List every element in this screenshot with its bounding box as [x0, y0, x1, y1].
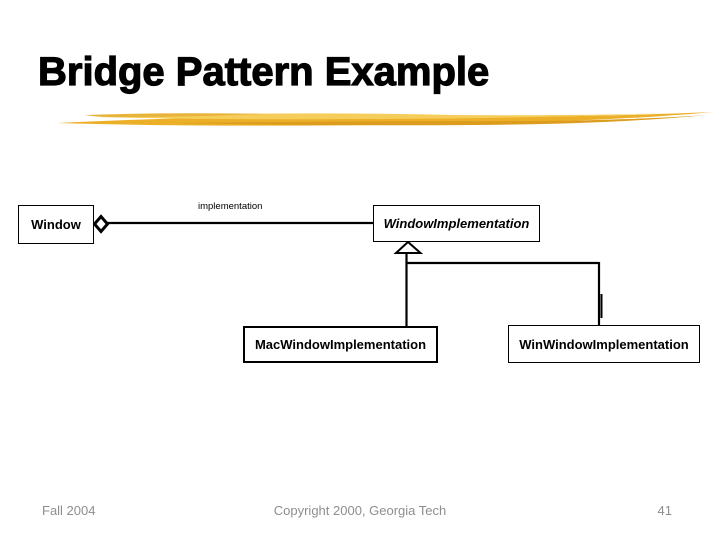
uml-class-window-implementation: WindowImplementation: [373, 205, 540, 242]
inheritance-triangle-icon: [393, 240, 424, 254]
uml-class-win-window-implementation: WinWindowImplementation: [508, 325, 700, 363]
aggregation-diamond-icon: [92, 214, 110, 234]
uml-class-window: Window: [18, 205, 94, 244]
brush-splash-shape: [85, 113, 265, 117]
brush-shadow-shape: [175, 115, 707, 126]
aggregation-relation-label: implementation: [198, 201, 263, 212]
footer-semester: Fall 2004: [42, 503, 96, 518]
uml-class-win-window-implementation-label: WinWindowImplementation: [519, 336, 689, 352]
uml-class-mac-window-implementation-label: MacWindowImplementation: [254, 337, 427, 352]
footer-copyright: Copyright 2000, Georgia Tech: [273, 503, 447, 518]
uml-class-mac-window-implementation: MacWindowImplementation: [243, 326, 438, 363]
uml-class-window-implementation-label: WindowImplementation: [383, 216, 530, 231]
slide-title: Bridge Pattern Example: [37, 49, 490, 94]
uml-class-window-label: Window: [31, 217, 81, 232]
highlight-brush-stroke-icon: [57, 112, 713, 126]
footer-page-number: 41: [657, 503, 672, 518]
